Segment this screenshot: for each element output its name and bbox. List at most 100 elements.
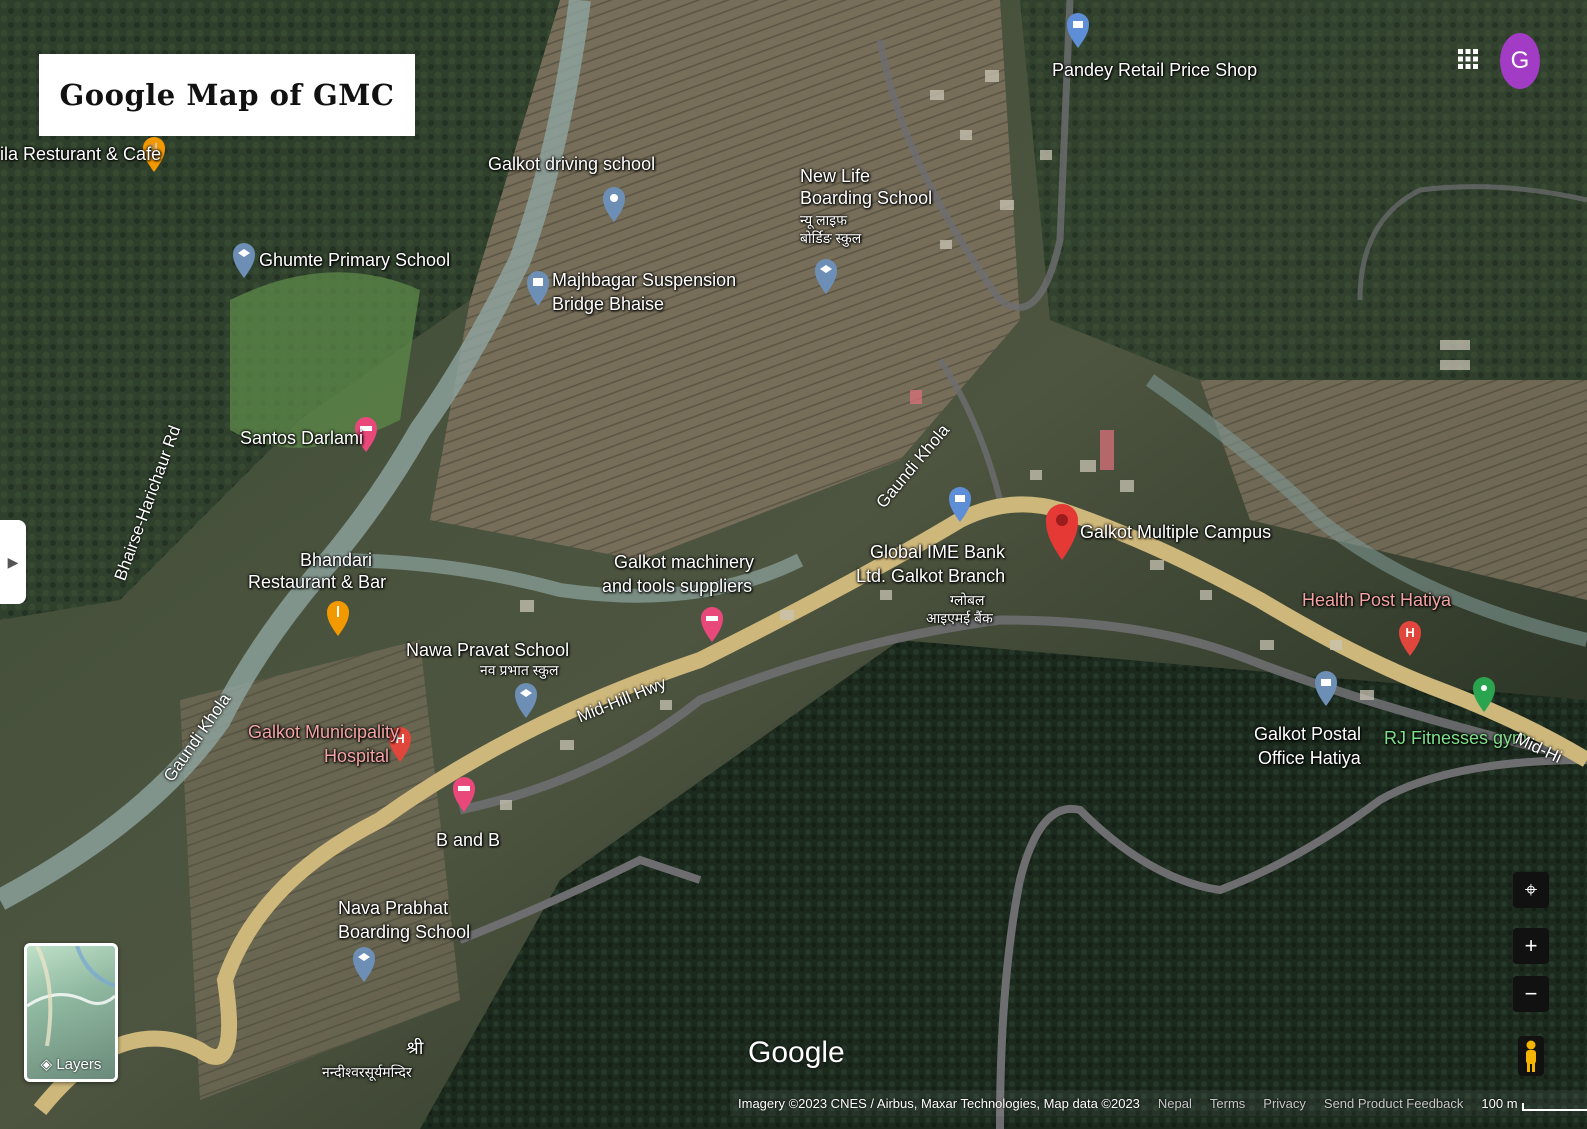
layers-button[interactable]: ◈ Layers [24, 943, 118, 1082]
zoom-out-button[interactable]: − [1513, 976, 1549, 1012]
place-label-global-bank-nepali2[interactable]: आइएमई बैंक [926, 610, 993, 626]
buildings [500, 70, 1470, 810]
my-location-button[interactable]: ⌖ [1513, 872, 1549, 908]
place-label-new-life-nepali1[interactable]: न्यू लाइफ [800, 212, 847, 228]
place-label-nava-prabhat-line1[interactable]: Nava Prabhat [338, 898, 449, 918]
gym-pin-icon[interactable] [1473, 677, 1495, 712]
hospital-pin-icon[interactable]: H [1399, 621, 1421, 656]
place-label-bridge-line2[interactable]: Bridge Bhaise [552, 294, 665, 314]
bank-pin-icon[interactable] [949, 487, 971, 522]
place-label-nava-prabhat-line2[interactable]: Boarding School [338, 922, 471, 942]
hotel-pin-icon[interactable] [355, 417, 377, 452]
hotel-pin-icon[interactable] [453, 777, 475, 812]
layers-label: Layers [56, 1056, 102, 1073]
school-pin-icon[interactable] [603, 187, 625, 222]
layers-label-wrap: ◈ Layers [27, 1055, 115, 1073]
green-clearing [230, 272, 420, 448]
svg-text:H: H [1405, 625, 1414, 640]
map-title-box: Google Map of GMC [39, 54, 415, 136]
minor-road-spur [458, 855, 702, 944]
terraced-fields [430, 0, 1020, 560]
place-label-global-bank-nepali1[interactable]: ग्लोबल [950, 592, 985, 608]
side-panel-toggle[interactable]: ▶ [0, 520, 26, 604]
place-label-machinery-line1[interactable]: Galkot machinery [614, 552, 755, 572]
place-label-b-and-b[interactable]: B and B [436, 830, 501, 850]
place-label-machinery-line2[interactable]: and tools suppliers [602, 576, 753, 596]
crosshair-icon: ⌖ [1524, 877, 1538, 902]
place-label-bhandari-line2[interactable]: Restaurant & Bar [248, 572, 387, 592]
forest-south [420, 640, 1587, 1129]
place-label-new-life-nepali2[interactable]: बोर्डिङ स्कुल [800, 230, 862, 246]
country-link[interactable]: Nepal [1157, 1095, 1192, 1111]
place-label-nawa-pravat[interactable]: Nawa Pravat School [406, 640, 570, 660]
mail-pin-icon[interactable] [1315, 671, 1337, 706]
zoom-in-button[interactable]: + [1513, 928, 1549, 964]
scale-bar[interactable]: 100 m [1481, 1096, 1587, 1111]
terms-link[interactable]: Terms [1209, 1095, 1246, 1111]
place-label-santos-darlami[interactable]: Santos Darlami [240, 428, 364, 448]
school-pin-icon[interactable] [353, 947, 375, 982]
scale-bar-line [1521, 1102, 1587, 1111]
place-label-ghumte-school[interactable]: Ghumte Primary School [259, 250, 451, 270]
place-label-bridge-line1[interactable]: Majhbagar Suspension [552, 270, 737, 290]
minor-road-north [876, 0, 1074, 311]
place-label-temple-line2[interactable]: नन्दीश्वरसूर्यमन्दिर [322, 1064, 412, 1080]
place-label-driving-school[interactable]: Galkot driving school [488, 154, 656, 174]
place-label-temple-line1[interactable]: श्री [406, 1038, 424, 1058]
place-label-global-bank-line1[interactable]: Global IME Bank [870, 542, 1006, 562]
minor-road-connector [937, 358, 1003, 501]
chevron-right-icon: ▶ [7, 553, 19, 570]
red-location-pin-icon[interactable] [1046, 504, 1078, 560]
school-pin-icon[interactable] [233, 243, 255, 278]
place-label-rj-fitness[interactable]: RJ Fitnesses gym [1384, 728, 1528, 748]
plus-icon: + [1524, 933, 1538, 958]
place-label-postal-line1[interactable]: Galkot Postal [1254, 724, 1362, 744]
place-label-new-life-line2[interactable]: Boarding School [800, 188, 933, 208]
minus-icon: − [1524, 981, 1538, 1006]
privacy-link[interactable]: Privacy [1263, 1095, 1306, 1111]
layers-thumbnail [27, 946, 115, 1046]
scale-label: 100 m [1481, 1095, 1518, 1111]
feedback-link[interactable]: Send Product Feedback [1323, 1095, 1464, 1111]
restaurant-pin-icon[interactable] [327, 601, 349, 636]
svg-text:🍴: 🍴 [147, 142, 162, 156]
forest-northeast [1020, 0, 1587, 380]
place-label-restaurant-cafe[interactable]: ila Resturant & Cafe [0, 144, 162, 164]
school-pin-icon[interactable] [515, 683, 537, 718]
place-label-new-life-line1[interactable]: New Life [800, 166, 871, 186]
hotel-pin-icon[interactable] [701, 607, 723, 642]
attribution-bar: Imagery ©2023 CNES / Airbus, Maxar Techn… [730, 1090, 1587, 1116]
account-avatar[interactable]: G [1500, 33, 1540, 89]
pegman-street-view-button[interactable] [1518, 1036, 1544, 1076]
apps-grid-icon[interactable] [1456, 47, 1480, 71]
place-label-pandey-shop[interactable]: Pandey Retail Price Shop [1052, 60, 1258, 80]
river-branch [329, 553, 804, 603]
restaurant-pin-icon[interactable]: 🍴 [143, 137, 165, 172]
minor-road-northeast [1357, 184, 1587, 301]
bridge-pin-icon[interactable] [527, 271, 549, 306]
place-label-municipality-line2[interactable]: Hospital [324, 746, 390, 766]
place-label-municipality-line1[interactable]: Galkot Municipality [248, 722, 400, 742]
shop-pin-icon[interactable] [1067, 13, 1089, 48]
school-pin-icon[interactable] [815, 259, 837, 294]
gaundi-khola-river [0, 0, 591, 910]
minor-road-hill [996, 756, 1587, 1129]
place-label-galkot-multiple-campus[interactable]: Galkot Multiple Campus [1080, 522, 1272, 542]
google-logo: Google [748, 1036, 845, 1069]
layers-stack-icon: ◈ [40, 1056, 53, 1073]
minor-road-lower [459, 615, 1587, 815]
place-label-global-bank-line2[interactable]: Ltd. Galkot Branch [856, 566, 1006, 586]
terraced-fields-southwest [180, 640, 460, 1100]
place-label-health-post[interactable]: Health Post Hatiya [1302, 590, 1452, 610]
place-label-nawa-pravat-nepali[interactable]: नव प्रभात स्कुल [480, 662, 559, 678]
map-title: Google Map of GMC [59, 78, 395, 112]
pegman-icon [1526, 1040, 1536, 1072]
imagery-attribution: Imagery ©2023 CNES / Airbus, Maxar Techn… [738, 1095, 1140, 1111]
terraced-fields-east [1200, 380, 1587, 600]
river-east [1145, 374, 1587, 647]
place-label-postal-line2[interactable]: Office Hatiya [1258, 748, 1361, 768]
place-label-bhandari-line1[interactable]: Bhandari [300, 550, 373, 570]
hospital-pin-icon[interactable]: H [389, 727, 411, 762]
svg-text:H: H [395, 731, 404, 746]
